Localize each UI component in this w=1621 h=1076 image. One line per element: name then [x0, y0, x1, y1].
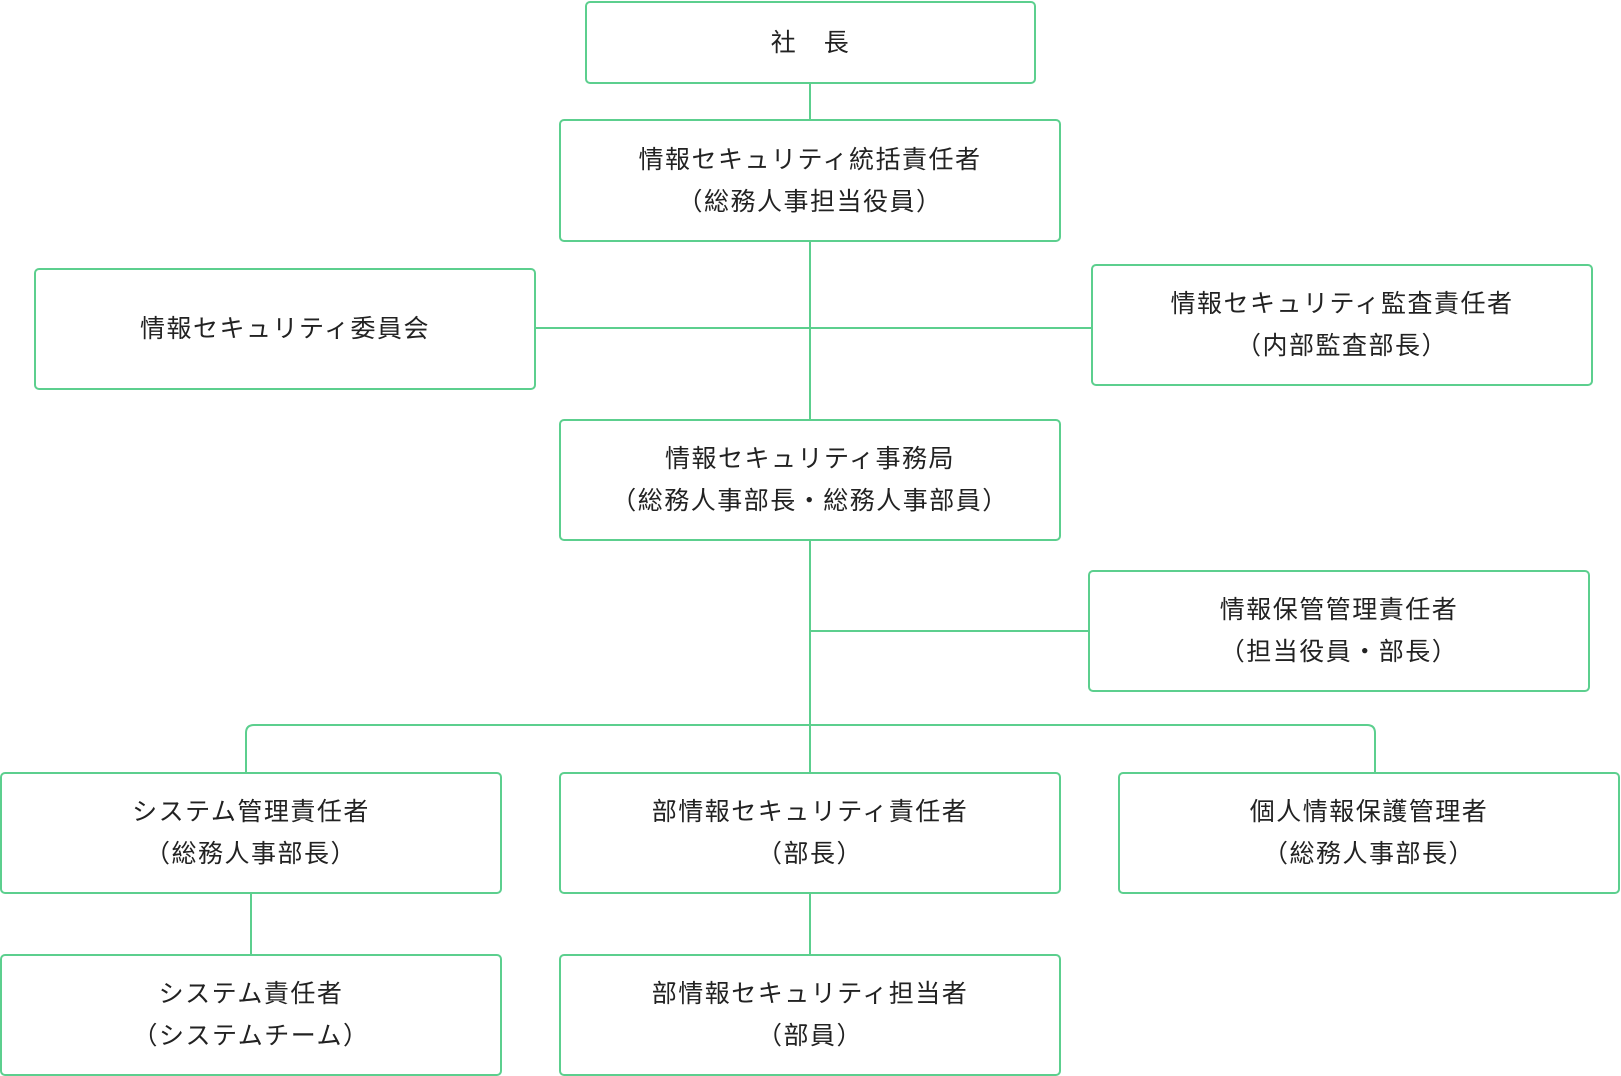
node-dept-security-staff-subtitle: （部員） [756, 1021, 863, 1050]
connector-branch-bus [245, 724, 1376, 772]
node-security-audit: 情報セキュリティ監査責任者 （内部監査部長） [1091, 264, 1593, 386]
node-security-chief-subtitle: （総務人事担当役員） [677, 186, 943, 216]
node-security-office-title: 情報セキュリティ事務局 [664, 444, 955, 473]
node-security-committee-title: 情報セキュリティ委員会 [139, 314, 430, 343]
node-system-manager-subtitle: （総務人事部長） [144, 839, 357, 868]
node-president: 社 長 [585, 1, 1036, 84]
node-dept-security-staff-title: 部情報セキュリティ担当者 [651, 979, 969, 1008]
node-dept-security-manager-subtitle: （部長） [756, 839, 863, 868]
node-system-responsible-title: システム責任者 [158, 979, 344, 1008]
node-privacy-manager-subtitle: （総務人事部長） [1262, 839, 1475, 868]
node-security-chief: 情報セキュリティ統括責任者 （総務人事担当役員） [559, 119, 1061, 242]
node-privacy-manager-title: 個人情報保護管理者 [1249, 797, 1489, 826]
node-security-office-subtitle: （総務人事部長・総務人事部員） [611, 486, 1009, 515]
node-system-manager: システム管理責任者 （総務人事部長） [0, 772, 502, 894]
node-info-storage-manager: 情報保管管理責任者 （担当役員・部長） [1088, 570, 1590, 692]
node-dept-security-staff: 部情報セキュリティ担当者 （部員） [559, 954, 1061, 1076]
node-president-title: 社 長 [770, 27, 851, 57]
node-system-responsible-subtitle: （システムチーム） [132, 1021, 370, 1050]
node-system-manager-title: システム管理責任者 [132, 797, 370, 826]
node-system-responsible: システム責任者 （システムチーム） [0, 954, 502, 1076]
node-info-storage-manager-subtitle: （担当役員・部長） [1219, 637, 1459, 666]
node-security-committee: 情報セキュリティ委員会 [34, 268, 536, 390]
node-security-audit-title: 情報セキュリティ監査責任者 [1170, 289, 1514, 318]
node-security-audit-subtitle: （内部監査部長） [1235, 331, 1448, 360]
node-security-office: 情報セキュリティ事務局 （総務人事部長・総務人事部員） [559, 419, 1061, 541]
node-security-chief-title: 情報セキュリティ統括責任者 [638, 144, 982, 174]
node-dept-security-manager-title: 部情報セキュリティ責任者 [651, 797, 969, 826]
node-dept-security-manager: 部情報セキュリティ責任者 （部長） [559, 772, 1061, 894]
node-privacy-manager: 個人情報保護管理者 （総務人事部長） [1118, 772, 1620, 894]
node-info-storage-manager-title: 情報保管管理責任者 [1219, 595, 1459, 624]
